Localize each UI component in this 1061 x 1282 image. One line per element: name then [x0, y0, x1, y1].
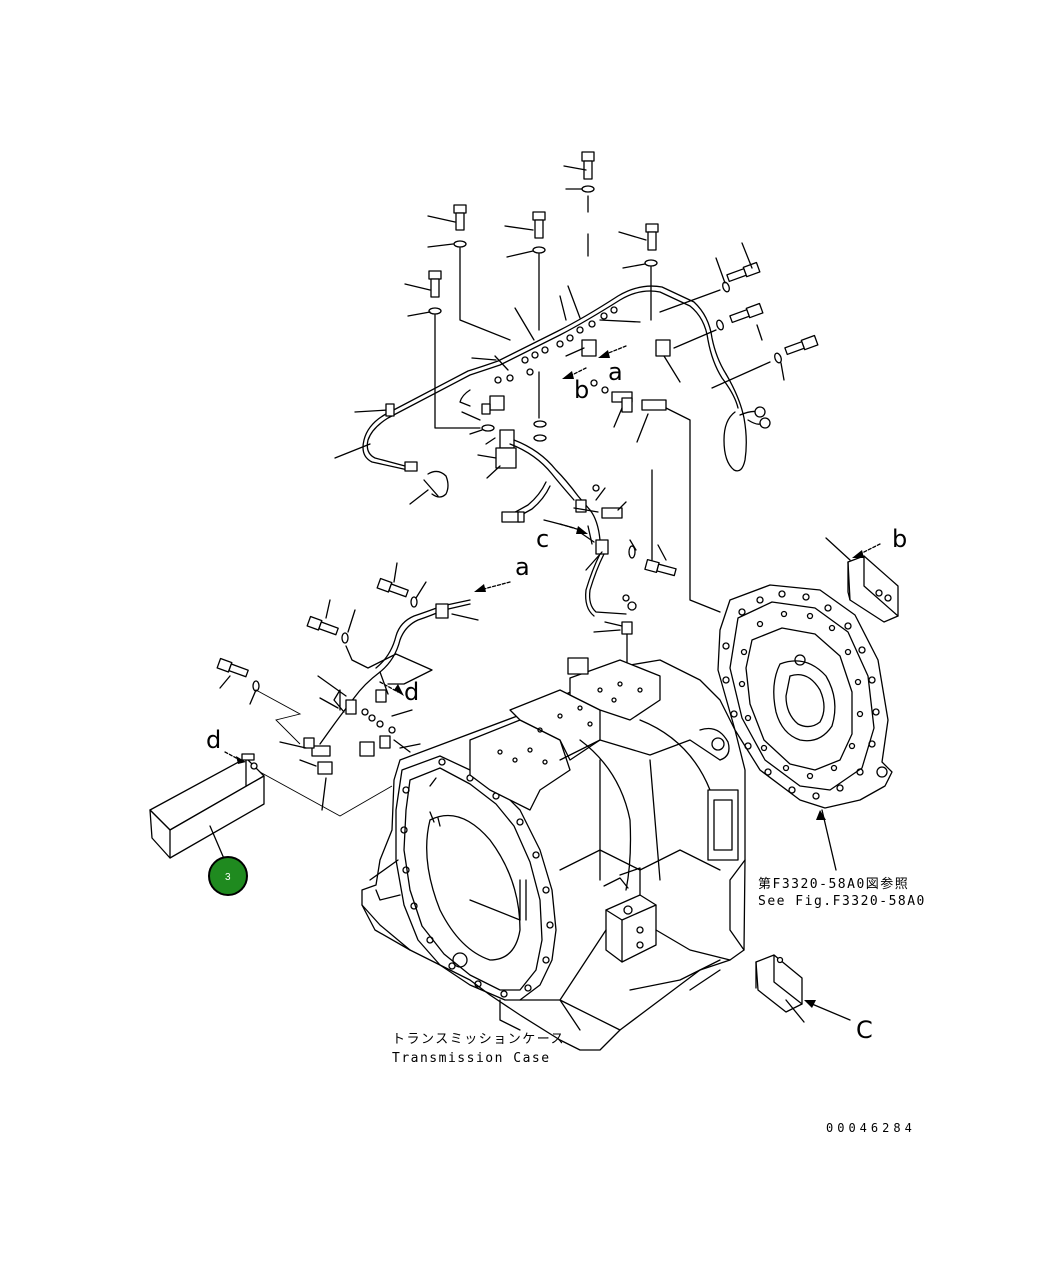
arrow-b-top: b: [562, 367, 589, 404]
bracket-c: C: [755, 954, 873, 1044]
letter-d-left: d: [206, 726, 221, 754]
callout-3-number[interactable]: 3: [225, 872, 231, 883]
letter-a-top: a: [608, 358, 623, 386]
reference-note: 第F3320-58A0図参照 See Fig.F3320-58A0: [758, 876, 926, 909]
arrow-d-mid: d: [379, 678, 419, 706]
reference-jp: 第F3320-58A0図参照: [758, 876, 909, 892]
letter-d-mid: d: [404, 678, 419, 706]
drawing-number: 00046284: [826, 1121, 916, 1135]
bracket-b: b: [825, 525, 907, 623]
case-label-en: Transmission Case: [392, 1051, 551, 1066]
letter-c-bottom: C: [856, 1016, 873, 1044]
case-label-jp: トランスミッションケース: [392, 1032, 565, 1047]
letter-b-top: b: [574, 376, 589, 404]
letter-a-mid: a: [515, 553, 530, 581]
flywheel-housing: [717, 584, 893, 871]
transmission-case: [361, 657, 746, 1051]
bolt-set-top: [404, 151, 659, 561]
arrow-c-mid: c: [536, 523, 588, 553]
letter-c-mid: c: [536, 525, 549, 553]
reference-en: See Fig.F3320-58A0: [758, 894, 926, 909]
callout-3[interactable]: 3: [208, 856, 248, 896]
left-wire-harness: [216, 562, 479, 817]
upper-wire-harness: [334, 285, 771, 613]
letter-b-right: b: [892, 525, 907, 553]
bracket-d: d: [149, 726, 265, 869]
callout-3-badge[interactable]: [208, 856, 248, 896]
case-caption: トランスミッションケース Transmission Case: [392, 1032, 565, 1066]
arrow-a-mid: a: [474, 553, 530, 592]
fitting-row: [494, 285, 641, 384]
bolt-set-right: [659, 242, 819, 389]
arrow-a-top: a: [598, 345, 627, 386]
